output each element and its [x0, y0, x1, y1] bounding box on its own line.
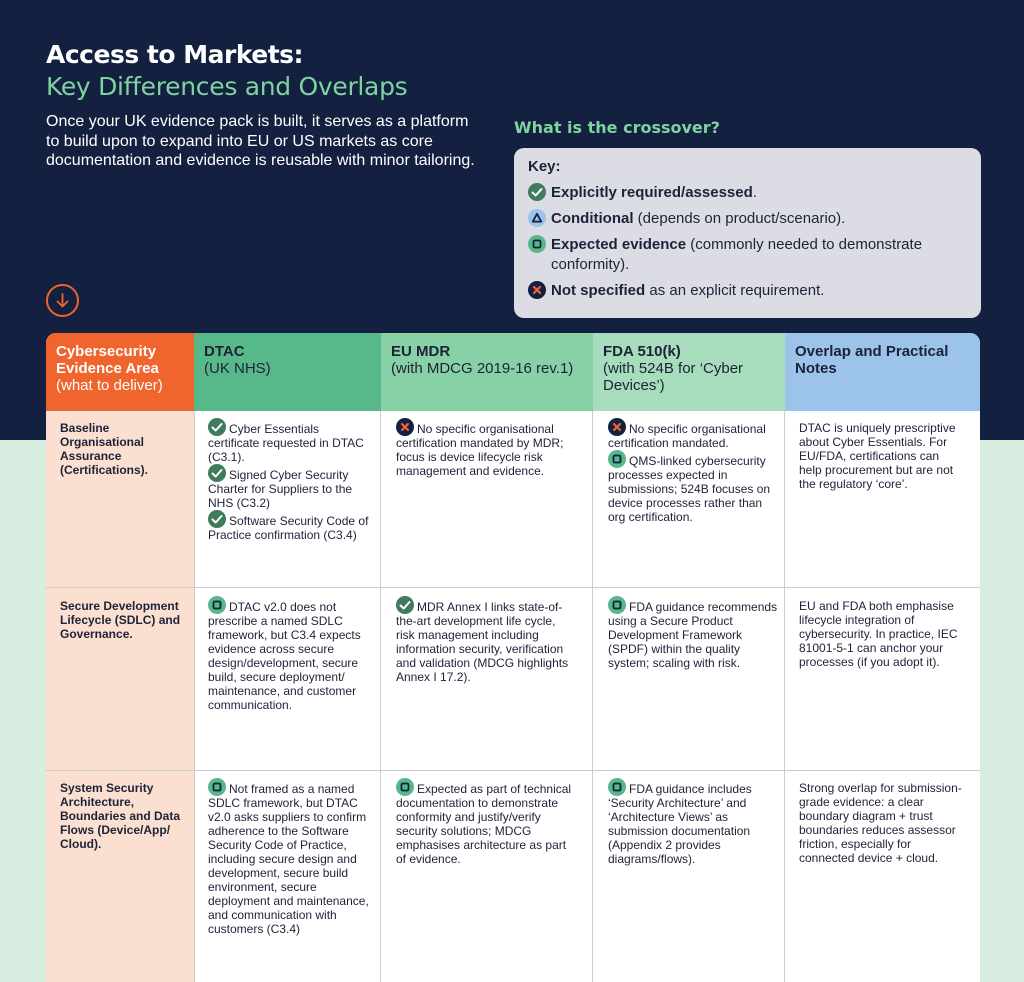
area-baseline-assurance: Baseline Organisational Assurance (Certi…	[60, 421, 149, 477]
row3-fda-text: FDA guidance includes ‘Security Architec…	[608, 782, 752, 866]
page-subtitle: Key Differences and Overlaps	[46, 72, 408, 101]
row1-notes-cell: DTAC is uniquely prescriptive about Cybe…	[799, 421, 956, 491]
list-item: Not framed as a named SDLC framework, bu…	[208, 778, 373, 936]
header-eu-mdr: EU MDR (with MDCG 2019-16 rev.1)	[381, 333, 593, 411]
divider	[46, 587, 980, 588]
row3-dtac-cell: Not framed as a named SDLC framework, bu…	[208, 778, 373, 936]
key-label-expected: Expected evidence	[551, 236, 687, 253]
area-secure-development: Secure Development Lifecycle (SDLC) and …	[60, 599, 181, 641]
row3-mdr-cell: Expected as part of technical documentat…	[396, 778, 576, 866]
row1-dtac-cell: Cyber Essentials certificate requested i…	[208, 418, 373, 542]
area-column-background	[46, 411, 194, 982]
row1-fda-text-2: QMS-linked cybersecurity processes expec…	[608, 454, 771, 524]
list-item: Expected as part of technical documentat…	[396, 778, 576, 866]
comparison-table: Cybersecurity Evidence Area (what to del…	[46, 333, 980, 982]
key-label-not-specified: Not specified	[551, 282, 646, 299]
key-label-conditional: Conditional	[551, 210, 634, 227]
crossover-heading: What is the crossover?	[514, 118, 720, 137]
key-desc-required: .	[752, 184, 757, 201]
check-icon	[396, 596, 414, 614]
list-item: FDA guidance includes ‘Security Architec…	[608, 778, 778, 866]
area-system-architecture: System Security Architecture, Boundaries…	[60, 781, 181, 851]
list-item: DTAC v2.0 does not prescribe a named SDL…	[208, 596, 373, 712]
cross-icon	[528, 281, 546, 299]
header-notes: Overlap and Practical Notes	[785, 333, 980, 411]
list-item: Cyber Essentials certificate requested i…	[208, 418, 373, 464]
check-icon	[208, 510, 226, 528]
key-item-conditional: Conditional (depends on product/scenario…	[528, 209, 967, 229]
row2-dtac-text: DTAC v2.0 does not prescribe a named SDL…	[208, 600, 361, 712]
header-dtac-title: DTAC	[204, 343, 245, 360]
header-fda-title: FDA 510(k)	[603, 343, 681, 360]
row1-dtac-text-2: Signed Cyber Security Charter for Suppli…	[208, 468, 353, 510]
header-fda-sub: (with 524B for ‘Cyber Devices’)	[603, 360, 744, 394]
row3-notes-cell: Strong overlap for submission-grade evid…	[799, 781, 962, 865]
row2-fda-cell: FDA guidance recommends using a Secure P…	[608, 596, 778, 670]
key-item-required: Explicitly required/assessed.	[528, 183, 967, 203]
expected-icon	[608, 450, 626, 468]
divider	[784, 411, 785, 982]
header-evidence-area: Cybersecurity Evidence Area (what to del…	[46, 333, 194, 411]
divider	[194, 411, 195, 982]
expected-icon	[396, 778, 414, 796]
key-item-not-specified: Not specified as an explicit requirement…	[528, 281, 967, 301]
divider	[592, 411, 593, 982]
row3-mdr-text: Expected as part of technical documentat…	[396, 782, 572, 866]
header-evidence-area-sub: (what to deliver)	[56, 377, 163, 394]
row1-fda-cell: No specific organisational certification…	[608, 418, 778, 524]
cross-icon	[608, 418, 626, 436]
list-item: QMS-linked cybersecurity processes expec…	[608, 450, 778, 524]
key-title: Key:	[528, 158, 561, 175]
header-eu-mdr-title: EU MDR	[391, 343, 451, 360]
key-desc-not-specified: as an explicit requirement.	[645, 282, 825, 299]
row2-dtac-cell: DTAC v2.0 does not prescribe a named SDL…	[208, 596, 373, 712]
arrow-down-icon	[46, 284, 79, 317]
divider	[46, 770, 980, 771]
check-icon	[208, 464, 226, 482]
row1-dtac-text-1: Cyber Essentials certificate requested i…	[208, 422, 364, 464]
cross-icon	[396, 418, 414, 436]
divider	[380, 411, 381, 982]
row2-notes-cell: EU and FDA both emphasise lifecycle inte…	[799, 599, 958, 669]
row1-mdr-cell: No specific organisational certification…	[396, 418, 576, 478]
row3-dtac-text: Not framed as a named SDLC framework, bu…	[208, 782, 369, 936]
header-notes-title: Overlap and Practical Notes	[795, 343, 949, 377]
check-icon	[208, 418, 226, 436]
key-label-required: Explicitly required/assessed	[551, 184, 753, 201]
header-dtac: DTAC (UK NHS)	[194, 333, 381, 411]
list-item: No specific organisational certification…	[608, 418, 778, 450]
expected-icon	[528, 235, 546, 253]
expected-icon	[208, 778, 226, 796]
row1-mdr-text: No specific organisational certification…	[396, 422, 564, 478]
header-dtac-sub: (UK NHS)	[204, 360, 271, 377]
list-item: Software Security Code of Practice confi…	[208, 510, 373, 542]
list-item: No specific organisational certification…	[396, 418, 576, 478]
key-desc-conditional: (depends on product/scenario).	[633, 210, 846, 227]
row3-fda-cell: FDA guidance includes ‘Security Architec…	[608, 778, 778, 866]
list-item: Signed Cyber Security Charter for Suppli…	[208, 464, 373, 510]
page-title: Access to Markets:	[46, 40, 304, 69]
intro-paragraph: Once your UK evidence pack is built, it …	[46, 113, 475, 169]
expected-icon	[208, 596, 226, 614]
row2-fda-text: FDA guidance recommends using a Secure P…	[608, 600, 778, 670]
conditional-icon	[528, 209, 546, 227]
header-evidence-area-title: Cybersecurity Evidence Area	[56, 343, 159, 377]
list-item: MDR Annex I links state-of-the-art devel…	[396, 596, 576, 684]
expected-icon	[608, 778, 626, 796]
check-icon	[528, 183, 546, 201]
row2-mdr-text: MDR Annex I links state-of-the-art devel…	[396, 600, 569, 684]
key-item-expected: Expected evidence (commonly needed to de…	[528, 235, 967, 275]
row1-fda-text-1: No specific organisational certification…	[608, 422, 766, 450]
header-fda: FDA 510(k) (with 524B for ‘Cyber Devices…	[593, 333, 785, 411]
expected-icon	[608, 596, 626, 614]
row2-mdr-cell: MDR Annex I links state-of-the-art devel…	[396, 596, 576, 684]
key-desc-expected: (commonly needed to demonstrate conformi…	[551, 236, 923, 273]
row1-dtac-text-3: Software Security Code of Practice confi…	[208, 514, 369, 542]
list-item: FDA guidance recommends using a Secure P…	[608, 596, 778, 670]
key-legend: Key: Explicitly required/assessed. Condi…	[514, 148, 981, 318]
header-eu-mdr-sub: (with MDCG 2019-16 rev.1)	[391, 360, 574, 377]
